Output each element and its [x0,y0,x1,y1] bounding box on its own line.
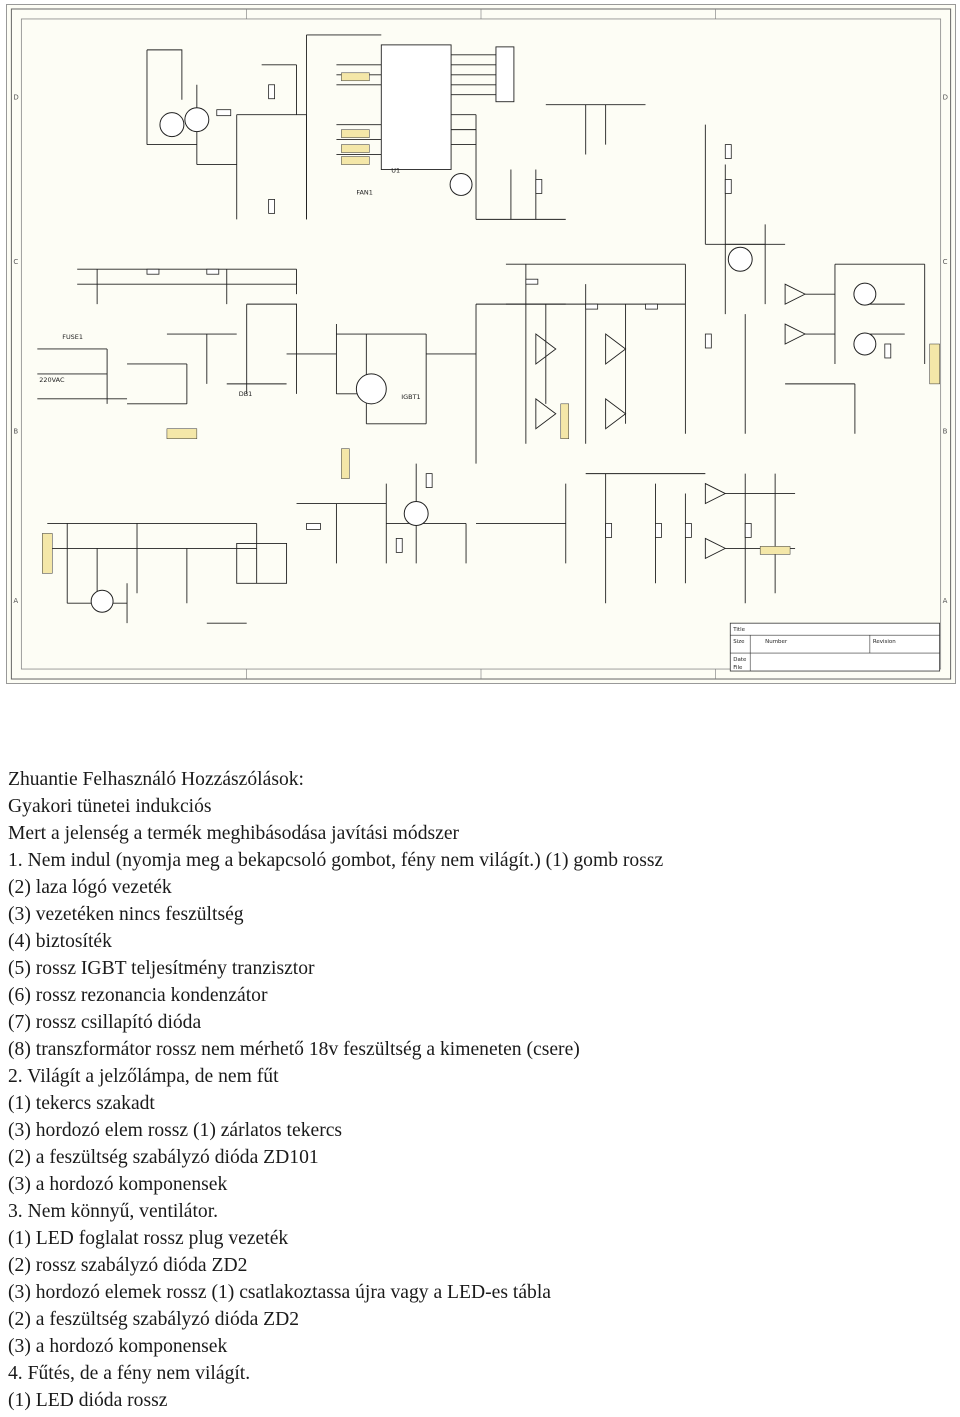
grid-letter-b-right: B [943,428,948,436]
text-line: Mert a jelenség a termék meghibásodása j… [8,823,460,844]
grid-letter-d-right: D [943,94,948,102]
text-line: (2) a feszültség szabályzó dióda ZD2 [8,1309,300,1330]
title-block-size: Size [733,639,745,645]
grid-letter-a-right: A [943,597,948,605]
grid-letter-c-right: C [943,258,948,266]
circuit-schematic: D C B A D C B A [6,4,956,684]
text-line: (3) a hordozó komponensek [8,1336,228,1357]
text-line: (4) biztosíték [8,931,112,952]
text-line: (1) LED foglalat rossz plug vezeték [8,1228,289,1249]
title-block-revision: Revision [873,639,896,645]
text-line: (2) laza lógó vezeték [8,877,172,898]
text-line: (1) LED dióda rossz [8,1390,168,1411]
text-line: 1. Nem indul (nyomja meg a bekapcsoló go… [8,850,664,871]
text-line: 4. Fűtés, de a fény nem világít. [8,1363,251,1384]
schematic-drawing: D C B A D C B A [10,8,952,680]
text-line: (1) tekercs szakadt [8,1093,155,1114]
label-ac-input: 220VAC [39,376,65,384]
text-line: (5) rossz IGBT teljesítmény tranzisztor [8,958,315,979]
text-line: (6) rossz rezonancia kondenzátor [8,985,268,1006]
text-line: (2) rossz szabályzó dióda ZD2 [8,1255,248,1276]
grid-letter-a-left: A [13,597,18,605]
label-bridge: DB1 [239,390,253,398]
text-line: (7) rossz csillapító dióda [8,1012,202,1033]
text-line: (3) hordozó elem rossz (1) zárlatos teke… [8,1120,343,1141]
text-line: 2. Világít a jelzőlámpa, de nem fűt [8,1066,279,1087]
text-line-heading: Zhuantie Felhasználó Hozzászólások: [8,769,304,790]
grid-letter-c-left: C [13,258,18,266]
text-line: (8) transzformátor rossz nem mérhető 18v… [8,1039,580,1060]
title-block-file: File [733,665,743,671]
label-mcu: U1 [391,167,400,175]
troubleshooting-text: Zhuantie Felhasználó Hozzászólások: Gyak… [8,766,948,1414]
text-line: (2) a feszültség szabályzó dióda ZD101 [8,1147,319,1168]
text-line: 3. Nem könnyű, ventilátor. [8,1201,219,1222]
title-block-number: Number [765,639,788,645]
text-line: (3) a hordozó komponensek [8,1174,228,1195]
grid-letter-d-left: D [13,94,18,102]
title-block-title: Title [732,627,745,633]
title-block-date: Date [733,657,747,663]
label-fan: FAN1 [356,188,373,196]
grid-letter-b-left: B [13,428,18,436]
label-fuse: FUSE1 [62,333,83,341]
label-igbt: IGBT1 [401,393,420,401]
text-line: Gyakori tünetei indukciós [8,796,212,817]
text-line: (3) vezetéken nincs feszültség [8,904,244,925]
text-line: (3) hordozó elemek rossz (1) csatlakozta… [8,1282,551,1303]
